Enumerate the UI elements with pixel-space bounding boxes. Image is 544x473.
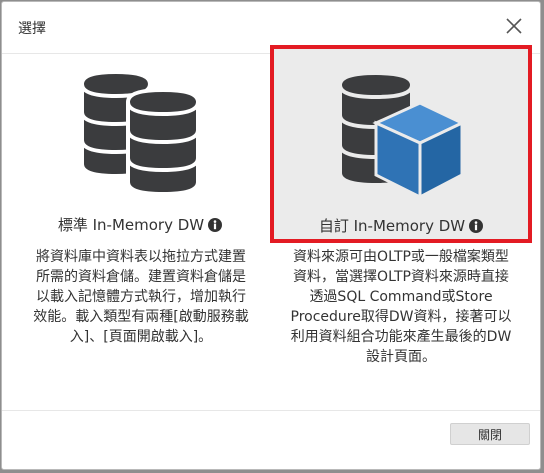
option-custom-label: 自訂 In-Memory DW <box>274 215 528 237</box>
option-custom-dw[interactable]: 自訂 In-Memory DW <box>270 45 532 243</box>
option-custom-description: 資料來源可由OLTP或一般檔案類型 資料，當選擇OLTP資料來源時直接 透過SQ… <box>276 247 526 367</box>
dialog-footer: 關閉 <box>2 410 540 471</box>
description-line: 效能。載入類型有兩種[啟動服務載 <box>33 309 249 325</box>
description-line: 透過SQL Command或Store <box>309 289 493 305</box>
option-standard-label: 標準 In-Memory DW <box>12 214 268 236</box>
close-button[interactable]: 關閉 <box>450 423 530 445</box>
close-icon[interactable] <box>502 14 526 38</box>
description-line: 設計頁面。 <box>366 349 436 365</box>
description-line: 資料，當選擇OLTP資料來源時直接 <box>293 269 509 285</box>
option-standard-dw[interactable]: 標準 In-Memory DW <box>12 48 268 240</box>
description-line: 資料來源可由OLTP或一般檔案類型 <box>293 249 509 265</box>
description-line: 以載入記憶體方式執行，增加執行 <box>36 289 246 305</box>
description-line: 利用資料組合功能來產生最後的DW <box>290 329 512 345</box>
description-line: 所需的資料倉儲。建置資料倉儲是 <box>36 269 246 285</box>
option-standard-text: 標準 In-Memory DW <box>57 216 205 234</box>
description-line: 入]、[頁面開啟載入]。 <box>69 329 213 345</box>
database-icon <box>78 68 202 200</box>
dialog-title: 選擇 <box>18 21 46 37</box>
info-icon[interactable] <box>469 219 484 237</box>
description-line: 將資料庫中資料表以拖拉方式建置 <box>36 249 246 265</box>
database-cube-icon <box>336 69 466 205</box>
description-line: Procedure取得DW資料，接著可以 <box>290 309 512 325</box>
option-standard-description: 將資料庫中資料表以拖拉方式建置 所需的資料倉儲。建置資料倉儲是 以載入記憶體方式… <box>16 247 266 347</box>
info-icon[interactable] <box>208 218 223 236</box>
option-custom-text: 自訂 In-Memory DW <box>318 217 466 235</box>
